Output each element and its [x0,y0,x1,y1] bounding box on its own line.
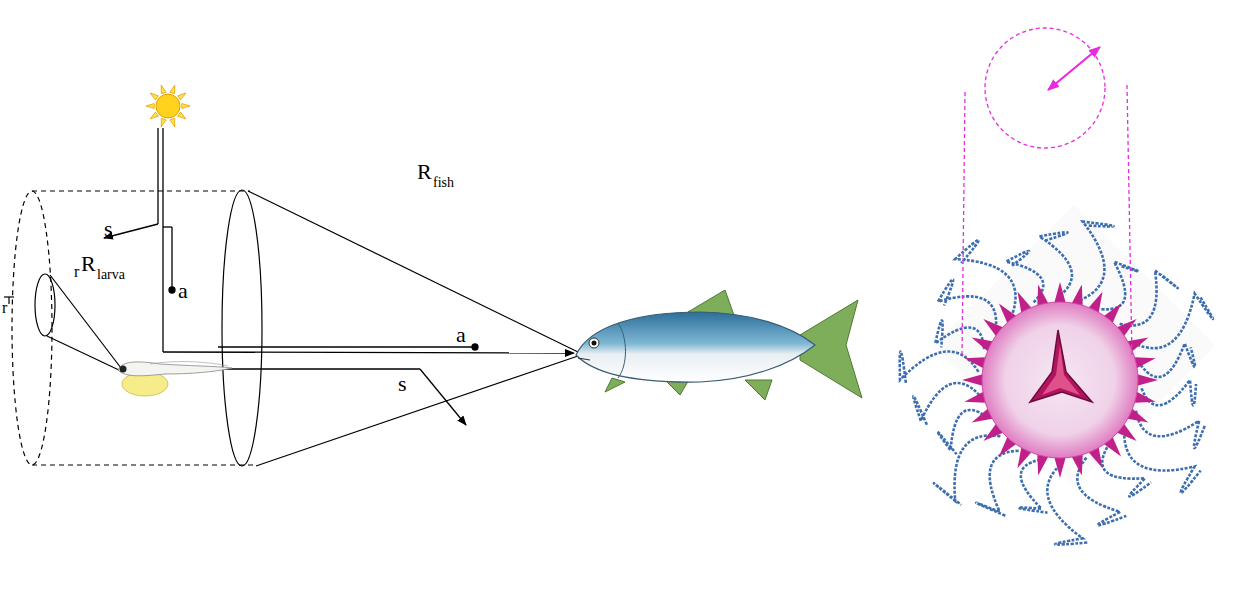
tentacle [935,320,984,349]
sun [146,85,190,127]
tentacle [1136,411,1205,448]
sun-ray [161,85,166,94]
radius-label: R [417,161,432,183]
radius-subscript: fish [433,176,454,190]
tentacle [1039,232,1072,298]
herring-fish [576,290,862,400]
radius-symbol: r [74,264,79,280]
tentacle [976,451,1018,516]
fish-larva [118,362,232,396]
sun-ray [150,112,158,119]
tentacle [1080,222,1114,301]
tentacle [1019,460,1048,513]
tentacle [1006,251,1043,302]
sun-ray [170,85,175,94]
radius-symbol: r [2,300,7,316]
radius-label: R [81,253,96,275]
ray-label: a [178,280,188,302]
zoom-circle [962,28,1132,356]
ray-label: a [456,324,466,346]
sun-ray [182,103,190,108]
tentacle [1047,462,1088,545]
tentacle [934,435,1001,504]
light-rays [104,128,574,425]
tentacle [1077,458,1126,526]
tentacle [1120,270,1178,325]
ray-label: s [104,218,113,240]
radius-subscript: larva [97,268,125,282]
tentacle [913,383,979,425]
sun-ray [170,118,175,127]
sun-ray [161,118,166,127]
sun-ray [150,93,158,100]
ray-label: s [398,373,407,395]
sun-ray [178,112,186,119]
tentacle [1102,447,1151,497]
tentacle [1101,262,1138,310]
sun-ray [146,103,154,108]
visual-volume [4,190,578,466]
tentacle [955,240,1015,313]
jellyfish [900,204,1216,544]
sun-ray [178,93,186,100]
